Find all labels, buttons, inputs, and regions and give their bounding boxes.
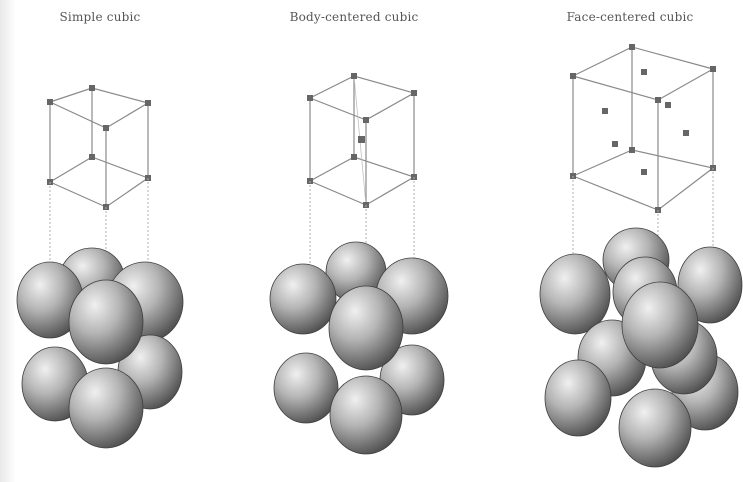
title-face-centered-cubic: Face-centered cubic [566, 10, 694, 24]
body-centered-cubic-lattice-points [307, 73, 417, 208]
face-centered-cubic-atoms [539, 227, 743, 468]
simple-cubic-unit-cell [49, 87, 150, 208]
body-centered-cubic-dashed-guides [309, 177, 415, 270]
title-simple-cubic: Simple cubic [59, 10, 141, 24]
page-edge-shadow [0, 0, 16, 482]
face-centered-cubic-lattice-points [570, 44, 716, 213]
title-body-centered-cubic: Body-centered cubic [289, 10, 419, 24]
simple-cubic-atoms [16, 247, 184, 449]
body-centered-cubic-atoms [269, 241, 449, 455]
simple-cubic-lattice-points [47, 85, 151, 210]
